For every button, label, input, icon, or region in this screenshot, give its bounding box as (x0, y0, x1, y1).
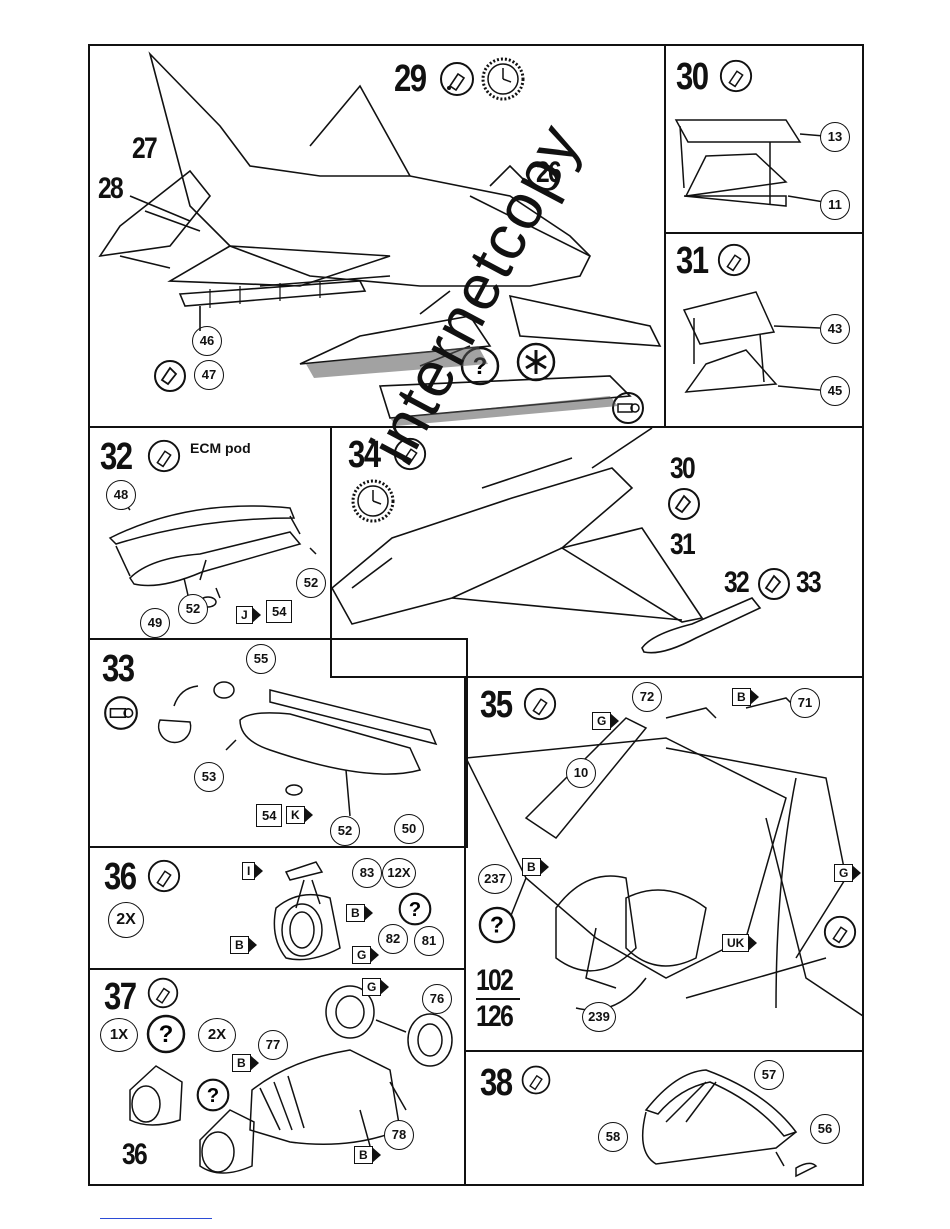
flag-b: B (732, 688, 759, 706)
step-30-panel: 30 13 11 (664, 44, 864, 234)
ref-31: 31 (670, 530, 694, 560)
callout-57: 57 (754, 1060, 784, 1090)
callout-72: 72 (632, 682, 662, 712)
ref-32: 32 (724, 568, 748, 598)
callout-58: 58 (598, 1122, 628, 1152)
ecm-pod-illustration (90, 428, 332, 640)
callout-54: 54 (256, 804, 282, 827)
callout-82: 82 (378, 924, 408, 954)
quantity-badge-12x: 12X (382, 858, 416, 888)
choice-question-icon: ? (196, 1078, 230, 1112)
callout-56: 56 (810, 1114, 840, 1144)
callout-52b: 52 (296, 568, 326, 598)
callout-55: 55 (246, 644, 276, 674)
callout-49: 49 (140, 608, 170, 638)
callout-50: 50 (394, 814, 424, 844)
callout-76: 76 (422, 984, 452, 1014)
callout-81: 81 (414, 926, 444, 956)
callout-54: 54 (266, 600, 292, 623)
flag-b-left: B (230, 936, 257, 954)
step-35-panel: 35 72 B 71 G 10 G 237 B ? 102 126 239 UK (464, 676, 864, 1052)
callout-52: 52 (330, 816, 360, 846)
choice-question-icon: ? (398, 892, 432, 926)
canopy-illustration (466, 1052, 864, 1186)
step-33-panel: 33 55 53 52 50 54 K (88, 638, 468, 848)
callout-43: 43 (820, 314, 850, 344)
callout-11: 11 (820, 190, 850, 220)
callout-10: 10 (566, 758, 596, 788)
callout-237: 237 (478, 864, 512, 894)
step-32-panel: 32 ECM pod 48 49 52 52 J 54 (88, 426, 332, 640)
flag-j: J (236, 606, 261, 624)
step-31-panel: 31 43 45 (664, 232, 864, 428)
callout-13: 13 (820, 122, 850, 152)
flag-i: I (242, 862, 263, 880)
flag-k: K (286, 806, 313, 824)
flag-b-top: B (232, 1054, 259, 1072)
svg-text:?: ? (409, 899, 421, 921)
aircraft-top-illustration (90, 46, 666, 428)
flag-b-left: B (522, 858, 549, 876)
callout-239: 239 (582, 1002, 616, 1032)
ref-33: 33 (796, 568, 820, 598)
callout-78: 78 (384, 1120, 414, 1150)
turn-over-icon (666, 486, 702, 522)
ref-36: 36 (122, 1140, 146, 1170)
exhaust-illustration (90, 970, 466, 1186)
step-29-panel: 29 26 27 28 46 47 ? (88, 44, 666, 428)
flag-g-right: G (834, 864, 861, 882)
turn-over-icon (756, 566, 792, 602)
callout-83: 83 (352, 858, 382, 888)
callout-48: 48 (106, 480, 136, 510)
svg-text:?: ? (490, 912, 504, 938)
fraction-top: 102 (476, 966, 512, 996)
callout-71: 71 (790, 688, 820, 718)
flag-b-top: B (346, 904, 373, 922)
step-38-panel: 38 57 58 56 (464, 1050, 864, 1186)
flag-g: G (362, 978, 389, 996)
callout-53: 53 (194, 762, 224, 792)
callout-52a: 52 (178, 594, 208, 624)
step-37-panel: 37 1X ? 2X B 77 G 76 ? 78 B 36 (88, 968, 466, 1186)
callout-77: 77 (258, 1030, 288, 1060)
ref-30: 30 (670, 454, 694, 484)
flag-g: G (352, 946, 379, 964)
flag-g: G (592, 712, 619, 730)
step-36-panel: 36 2X I 83 12X B B G 82 ? 81 (88, 846, 466, 970)
footer-link-underline (100, 1218, 212, 1219)
flag-b-bottom: B (354, 1146, 381, 1164)
svg-text:?: ? (207, 1085, 219, 1107)
flag-uk: UK (722, 934, 757, 952)
choice-question-icon: ? (478, 906, 516, 944)
paint-pot-icon (822, 914, 858, 950)
callout-45: 45 (820, 376, 850, 406)
fraction-bottom: 126 (476, 1002, 512, 1032)
